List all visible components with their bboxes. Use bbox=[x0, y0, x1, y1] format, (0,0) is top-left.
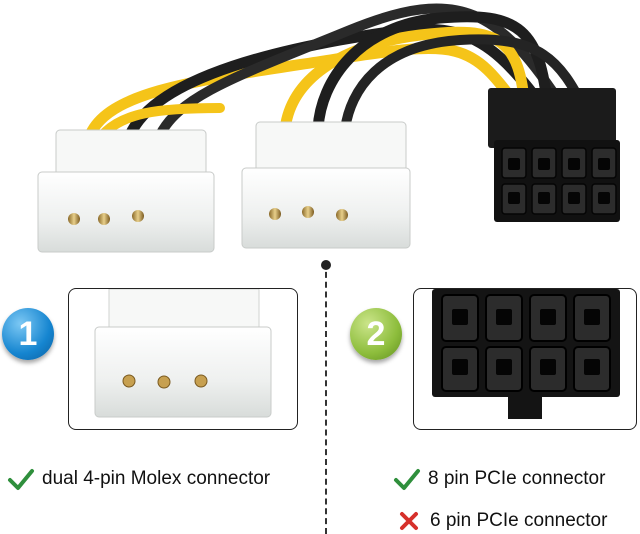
pcie-closeup-frame bbox=[413, 288, 637, 430]
badge-number-2: 2 bbox=[350, 308, 402, 360]
feature-pcie-8pin: 8 pin PCIe connector bbox=[392, 466, 605, 492]
molex-closeup-image bbox=[94, 289, 272, 418]
feature-text: 6 pin PCIe connector bbox=[430, 510, 608, 531]
molex-closeup-frame bbox=[68, 288, 298, 430]
black-wire bbox=[124, 23, 551, 141]
black-wire bbox=[340, 34, 590, 135]
badge-number-1: 1 bbox=[2, 308, 54, 360]
cross-icon bbox=[394, 508, 424, 534]
section-divider bbox=[325, 262, 327, 534]
pcie-connector bbox=[488, 88, 620, 222]
feature-text: dual 4-pin Molex connector bbox=[42, 468, 271, 489]
yellow-wire bbox=[279, 26, 531, 136]
feature-pcie-6pin: 6 pin PCIe connector bbox=[394, 508, 607, 534]
molex-connector-right bbox=[241, 121, 411, 249]
check-icon bbox=[6, 466, 36, 492]
check-icon bbox=[392, 466, 422, 492]
feature-molex: dual 4-pin Molex connector bbox=[6, 466, 270, 492]
pcie-closeup-image bbox=[432, 289, 620, 419]
divider-dot bbox=[321, 260, 331, 270]
feature-text: 8 pin PCIe connector bbox=[428, 468, 606, 489]
wires bbox=[84, 3, 590, 143]
molex-connector-left bbox=[37, 129, 215, 253]
product-photo-cable bbox=[37, 3, 620, 253]
